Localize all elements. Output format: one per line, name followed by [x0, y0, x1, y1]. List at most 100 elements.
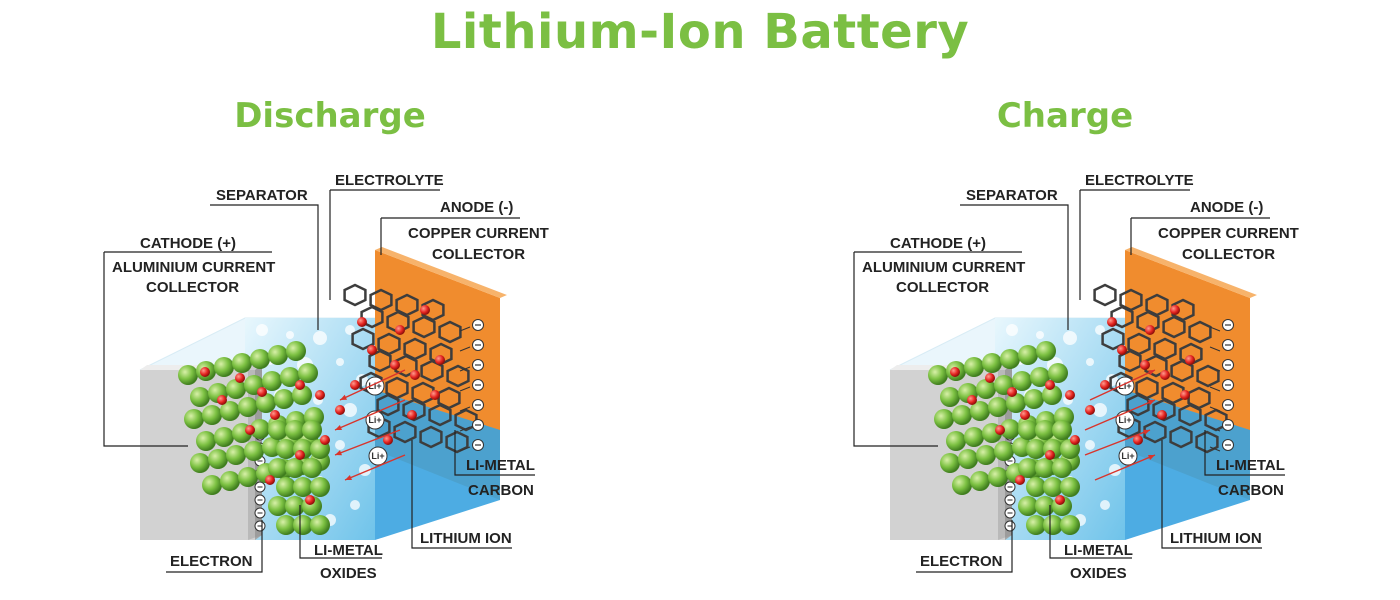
label-copper-2: COLLECTOR — [1182, 246, 1275, 263]
lithium-ion-label: Li+ — [1118, 381, 1131, 391]
lithium-ion-dot — [383, 435, 393, 445]
ion-migration-arrowhead — [340, 394, 347, 400]
lithium-ion-dot — [315, 390, 325, 400]
lithium-ion-leader — [1161, 440, 1262, 549]
lithium-ion-dot — [235, 373, 245, 383]
cathode-particle — [286, 341, 306, 361]
cathode-particle — [280, 367, 300, 387]
cathode-particle — [1060, 515, 1080, 535]
lithium-ion-label: Li+ — [368, 381, 381, 391]
label-cathode: CATHODE (+) — [140, 235, 236, 252]
lithium-ion-dot — [1133, 435, 1143, 445]
cathode-particle — [202, 405, 222, 425]
cathode-particle — [262, 371, 282, 391]
label-anode: ANODE (-) — [440, 199, 513, 216]
electron-arrow — [1209, 426, 1221, 432]
electrolyte-bubble — [1095, 325, 1105, 335]
carbon-hexagon — [1101, 327, 1125, 351]
carbon-hexagon — [1152, 398, 1176, 422]
li-metal-carbon-leader — [1204, 430, 1285, 476]
electron-arrow — [1209, 366, 1221, 372]
cathode-particle — [238, 397, 258, 417]
ion-migration-arrowhead — [1148, 455, 1155, 460]
cathode-particle — [1018, 420, 1038, 440]
cathode-particle — [1036, 341, 1056, 361]
ion-migration-arrow — [339, 369, 406, 401]
carbon-hexagon — [438, 320, 462, 344]
cathode-particle — [190, 453, 210, 473]
carbon-hexagon — [1169, 425, 1193, 449]
lithium-ion-dot — [295, 450, 305, 460]
cathode-particle — [976, 379, 996, 399]
lithium-ion-dot — [350, 380, 360, 390]
ion-migration-arrowhead — [345, 475, 352, 480]
lithium-ion-dot — [420, 305, 430, 315]
label-li-metal-carbon-2: CARBON — [468, 482, 534, 499]
carbon-hexagon — [1118, 349, 1142, 373]
label-electrolyte: ELECTROLYTE — [1085, 172, 1194, 189]
lithium-ion-dot — [1100, 380, 1110, 390]
lithium-ion-dot — [357, 317, 367, 327]
electrolyte-bubble — [256, 324, 268, 336]
ion-migration-arrow — [1084, 399, 1156, 431]
carbon-hexagon — [454, 408, 478, 432]
anode-collector-top — [1125, 247, 1257, 298]
electrolyte-bubble — [336, 358, 344, 366]
carbon-hexagon — [1170, 359, 1194, 383]
carbon-hexagon — [393, 420, 417, 444]
lithium-ion-dot — [1065, 390, 1075, 400]
anode-leader — [380, 217, 520, 255]
cathode-particle — [1000, 419, 1020, 439]
electron-arrow — [1209, 406, 1221, 412]
panel-subtitle: Charge — [996, 96, 1134, 136]
lithium-ion-icon — [368, 446, 388, 466]
label-li-metal-oxides-1: LI-METAL — [314, 542, 383, 559]
cathode-particle — [1026, 439, 1046, 459]
cathode-particle — [293, 477, 313, 497]
cathode-particle — [310, 515, 330, 535]
cathode-particle — [276, 515, 296, 535]
electron-arrow — [1209, 386, 1221, 392]
electron-arrow — [459, 366, 471, 372]
cathode-particle — [940, 453, 960, 473]
cathode-particle — [226, 379, 246, 399]
carbon-hexagon — [412, 315, 436, 339]
cathode-particle — [220, 471, 240, 491]
cathode-particle — [976, 445, 996, 465]
lithium-ion-dot — [435, 355, 445, 365]
ion-migration-arrowhead — [1148, 400, 1155, 405]
electrolyte-bubble — [345, 325, 355, 335]
cathode-particle — [994, 441, 1014, 461]
lithium-ion-dot — [295, 380, 305, 390]
cathode-particle — [988, 467, 1008, 487]
ion-migration-arrow — [1094, 454, 1156, 481]
electrolyte-bubble — [1063, 331, 1077, 345]
lithium-ion-label: Li+ — [368, 415, 381, 425]
electrolyte-bubble — [335, 440, 345, 450]
electrolyte-bubble — [286, 331, 294, 339]
cathode-particle — [1048, 363, 1068, 383]
cathode-particle — [256, 393, 276, 413]
cathode-particle — [1018, 496, 1038, 516]
cathode-particle — [1000, 349, 1020, 369]
cathode-particle — [1042, 385, 1062, 405]
lithium-ion-dot — [1107, 317, 1117, 327]
label-separator: SEPARATOR — [966, 187, 1058, 204]
cathode-particle — [1052, 458, 1072, 478]
cathode-particle — [293, 515, 313, 535]
carbon-hexagon — [1162, 315, 1186, 339]
cathode-particle — [988, 397, 1008, 417]
electron-arrow — [459, 346, 471, 352]
ion-migration-arrowhead — [1148, 370, 1155, 376]
cathode-particle — [1018, 458, 1038, 478]
cathode-particle — [1052, 420, 1072, 440]
ion-migration-arrow — [1089, 369, 1156, 401]
label-cathode: CATHODE (+) — [890, 235, 986, 252]
lithium-ion-dot — [257, 387, 267, 397]
cathode-particle — [982, 353, 1002, 373]
cathode-particle — [276, 439, 296, 459]
carbon-hexagon — [360, 305, 384, 329]
lithium-ion-dot — [335, 405, 345, 415]
cathode-particle — [1012, 371, 1032, 391]
